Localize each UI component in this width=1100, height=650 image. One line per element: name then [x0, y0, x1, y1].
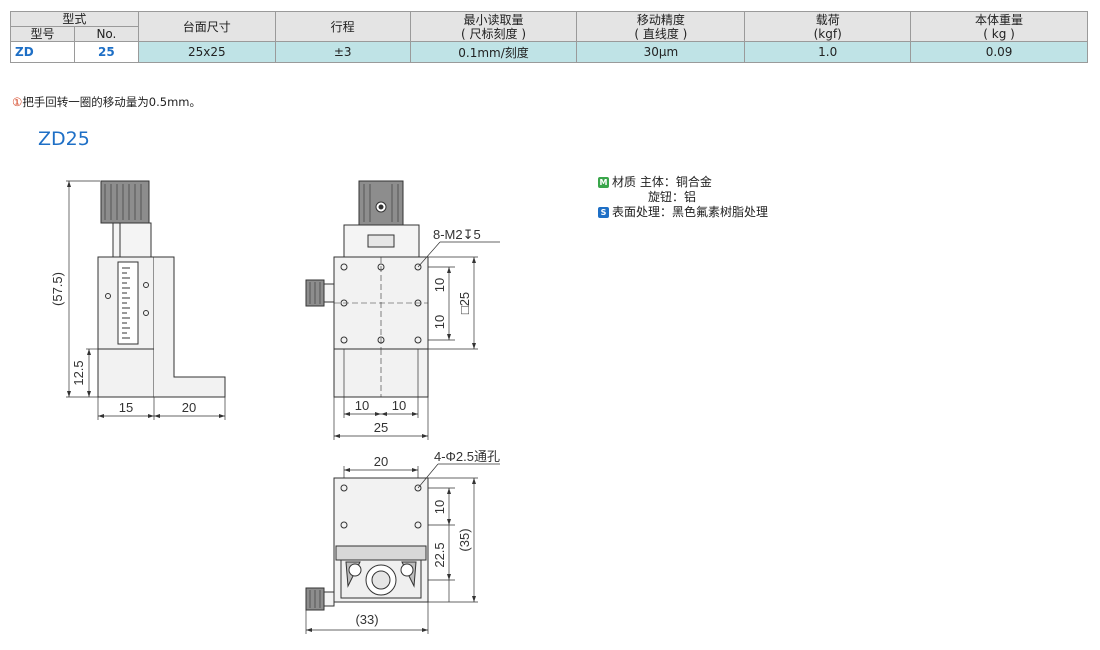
dim-12-5: 12.5 — [71, 360, 86, 385]
knob-line: 旋钮：铝 — [598, 190, 768, 205]
header-travel: 行程 — [274, 11, 411, 42]
dim-35: (35) — [457, 528, 472, 551]
spec-table: 型式 台面尺寸 行程 最小读取量 ( 尺标刻度 ) 移动精度 ( 直线度 ) 载… — [10, 11, 1088, 63]
header-weight-line2: ( kg ) — [983, 26, 1015, 41]
dim-10-b: 10 — [432, 315, 447, 329]
depth-symbol-icon: ↧ — [463, 227, 474, 242]
cell-load: 1.0 — [744, 41, 912, 63]
header-weight: 本体重量 ( kg ) — [910, 11, 1088, 42]
material-label: 材质 主体：铜合金 — [612, 175, 712, 189]
side-knob-icon — [100, 180, 150, 224]
cell-reading: 0.1mm/刻度 — [409, 41, 578, 63]
header-load-line2: (kgf) — [813, 26, 842, 41]
header-load-line1: 载荷 — [815, 12, 840, 27]
dim-10-e: 10 — [432, 500, 447, 514]
material-badge-icon: M — [598, 177, 609, 188]
dim-20-bottom: 20 — [374, 454, 388, 469]
bottom-view: 20 4-Φ2.5通孔 10 (35) 22.5 (33) — [305, 449, 500, 634]
cell-no: 25 — [73, 41, 139, 63]
cell-travel: ±3 — [274, 41, 411, 63]
front-hole-icons — [340, 263, 422, 344]
dim-33: (33) — [355, 612, 378, 627]
header-type: 型式 — [10, 11, 139, 27]
note-marker: ① — [12, 95, 23, 109]
side-scale — [122, 267, 130, 339]
header-reading-line1: 最小读取量 — [463, 12, 524, 27]
dim-holes-top: 8-M2↧5 — [433, 227, 481, 242]
knob-label: 旋钮：铝 — [648, 190, 697, 204]
cell-weight: 0.09 — [910, 41, 1088, 63]
cell-size: 25x25 — [137, 41, 276, 63]
header-load: 载荷 (kgf) — [744, 11, 912, 42]
dim-20-side: 20 — [182, 400, 196, 415]
bottom-hole-icons — [340, 484, 422, 529]
dim-25: 25 — [374, 420, 388, 435]
table-row: ZD 25 25x25 ±3 0.1mm/刻度 30μm 1.0 0.09 — [10, 41, 1088, 63]
header-accuracy-line1: 移动精度 — [636, 12, 685, 27]
turn-note: ①把手回转一圈的移动量为0.5mm。 — [12, 94, 201, 110]
front-view: 8-M2↧5 10 10 □25 10 10 25 — [305, 180, 500, 440]
header-accuracy: 移动精度 ( 直线度 ) — [576, 11, 746, 42]
header-weight-line1: 本体重量 — [975, 12, 1024, 27]
header-accuracy-line2: ( 直线度 ) — [634, 26, 688, 41]
dim-15: 15 — [119, 400, 133, 415]
note-text: 把手回转一圈的移动量为0.5mm。 — [22, 95, 202, 109]
header-size: 台面尺寸 — [137, 11, 276, 42]
side-bracket — [154, 256, 226, 398]
header-no: No. — [73, 26, 139, 42]
side-base — [97, 348, 155, 398]
cell-model: ZD — [10, 41, 75, 63]
header-reading-line2: ( 尺标刻度 ) — [461, 26, 527, 41]
dim-10-a: 10 — [432, 278, 447, 292]
surface-badge-icon: S — [598, 207, 609, 218]
cell-accuracy: 30μm — [576, 41, 746, 63]
dim-57-5: (57.5) — [50, 272, 65, 306]
dim-22-5: 22.5 — [432, 542, 447, 567]
side-view: (57.5) 12.5 15 20 — [50, 180, 226, 420]
dim-25-square: □25 — [457, 292, 472, 314]
dim-10-d: 10 — [392, 398, 406, 413]
dim-10-c: 10 — [355, 398, 369, 413]
surface-label: 表面处理：黑色氟素树脂处理 — [612, 205, 769, 219]
side-shaft — [112, 222, 152, 258]
drawing-title: ZD25 — [38, 128, 90, 150]
dim-holes-bottom: 4-Φ2.5通孔 — [434, 449, 500, 464]
